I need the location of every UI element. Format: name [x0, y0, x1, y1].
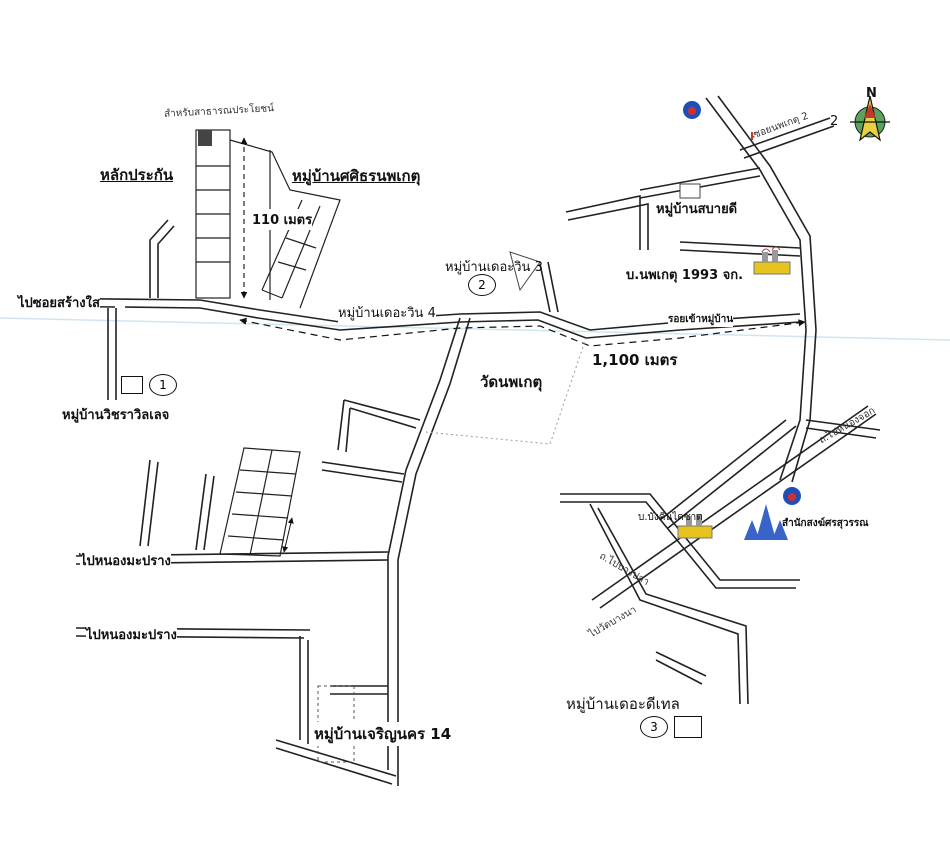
compass-north-label: N — [866, 86, 877, 101]
label-road-right: รอยเข้าหมู่บ้าน — [668, 312, 734, 327]
distance-1100-line — [239, 317, 806, 347]
label-dim-110: 110 เมตร — [252, 209, 313, 230]
diagonal-road — [659, 419, 797, 529]
label-mb-dazewin4: หมู่บ้านเดอะวิน 4 — [338, 302, 436, 323]
marker-3: 3 — [640, 716, 668, 738]
factory-icon — [753, 246, 791, 275]
marker-1: 1 — [149, 374, 177, 396]
temple-icon — [744, 504, 788, 540]
distance-short-line — [282, 517, 294, 553]
lower-subdivision — [219, 447, 301, 557]
road-stub-left — [149, 219, 175, 298]
gas-station-icon-2 — [783, 487, 801, 505]
label-mb-wichara: หมู่บ้านวิชราวิลเลจ — [62, 408, 170, 423]
north-arrow-icon — [850, 95, 890, 142]
label-lak-prakan: หลักประกัน — [100, 166, 174, 184]
temple-boundary — [425, 337, 587, 445]
label-num-2-top: 2 — [830, 114, 839, 129]
label-mb-sirin: หมู่บ้านศศิธรนพเกตุ — [292, 167, 421, 185]
village-3-box — [674, 716, 702, 738]
label-dim-1100: 1,100 เมตร — [592, 351, 678, 369]
label-bor-nopaket: บ.นพเกตุ 1993 จก. — [626, 268, 744, 283]
central-road — [321, 317, 471, 786]
marker-2: 2 — [468, 274, 496, 296]
building-icon — [679, 183, 701, 199]
label-mb-sabaidee: หมู่บ้านสบายดี — [656, 202, 738, 217]
label-mb-thedetail: หมู่บ้านเดอะดีเทล — [566, 695, 680, 713]
label-bor-bangkin: บ.บังคินไดซาด — [638, 512, 703, 523]
scan-line — [0, 317, 950, 341]
right-main-road — [539, 95, 881, 705]
subdivision-sirin — [195, 129, 341, 309]
factory-icon-2 — [677, 514, 713, 539]
label-road-nongmaplam-1: ไปหนองมะปราง — [80, 550, 171, 571]
gas-station-icon — [683, 101, 701, 119]
label-road-nongmaplam-2: ไปหนองมะปราง — [86, 624, 177, 645]
label-office-songkro: สำนักสงฆ์ศรสุวรรณ — [782, 518, 869, 529]
village-1-box — [121, 376, 143, 394]
road-village-1 — [107, 308, 117, 400]
label-mb-charoen: หมู่บ้านเจริญนคร 14 — [314, 722, 452, 746]
label-mb-dazewin3: หมู่บ้านเดอะวิน 3 — [445, 260, 543, 275]
win3-plot — [509, 251, 541, 292]
label-road-sangsai: ไปซอยสร้างใส — [18, 292, 100, 313]
label-wat-nopaket: วัดนพเกตุ — [480, 373, 543, 391]
public-area-block — [198, 130, 212, 146]
